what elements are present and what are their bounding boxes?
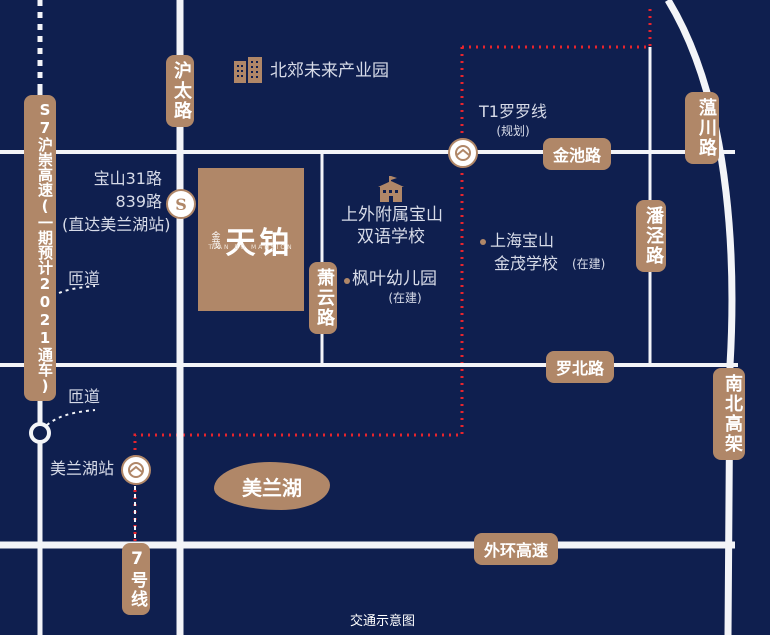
meilan-lake: 美兰湖 [214,462,330,510]
line7-label: 7号线 [122,543,150,615]
jinchi-road-label: 金池路 [543,138,612,170]
bus-line1-label: 宝山31路 [93,169,162,188]
kindergarten-label: 枫叶幼儿园 [352,269,437,289]
ramp-lower [41,409,96,431]
wuchuan-road-label: 蕰川路 [685,92,719,164]
bus-line2-label: 839路 [115,192,162,211]
luobei-road-label: 罗北路 [546,351,615,383]
s7-road-label: S7沪崇高速(一期预计2021通车) [24,95,56,401]
beijiao-park-label: 北郊未来产业园 [270,61,389,81]
xiaoyun-road-label: 萧云路 [309,262,337,334]
school-icon [378,176,404,202]
nanbei-elevated-line [665,0,736,635]
ramp-lower-label: 匝道 [68,387,101,406]
school1-line1: 上外附属宝山 [341,205,443,225]
brand-side-text: 金茂 [209,230,220,249]
office-building-icon [234,57,262,83]
kindergarten-dot [344,278,350,284]
map-caption: 交通示意图 [350,614,416,629]
t1-line-label: T1罗罗线 [479,102,547,121]
school1-line2: 双语学校 [357,227,425,247]
school2-line1: 上海宝山 [490,231,555,250]
school2-status: (在建) [572,257,606,271]
panjing-road-label: 潘泾路 [636,200,666,272]
kindergarten-status: (在建) [388,291,422,305]
brand-logo: 天铂 [225,225,294,261]
hutai-road-label: 沪太路 [166,55,194,127]
school2-dot [480,239,486,245]
ramp-node [29,422,51,444]
school2-line2: 金茂学校 [494,254,559,273]
bus-stop-icon: S [166,189,196,219]
bus-line3-label: (直达美兰湖站) [62,215,171,234]
brand-subtitle: TIAN BO MANSION [208,244,294,251]
t1-plan-label: (规划) [496,124,530,138]
project-site: 金茂 天铂 TIAN BO MANSION [198,168,304,311]
waihuan-road-label: 外环高速 [474,533,559,565]
meilanhu-station-label: 美兰湖站 [50,459,115,478]
meilanhu-metro-icon [121,455,151,485]
nanbei-elevated-label: 南北高架 [713,368,745,460]
ramp-upper-label: 匝道 [68,269,101,288]
boundary-top [462,5,652,49]
ramp-upper [41,285,96,306]
metro-station-icon [448,138,478,168]
